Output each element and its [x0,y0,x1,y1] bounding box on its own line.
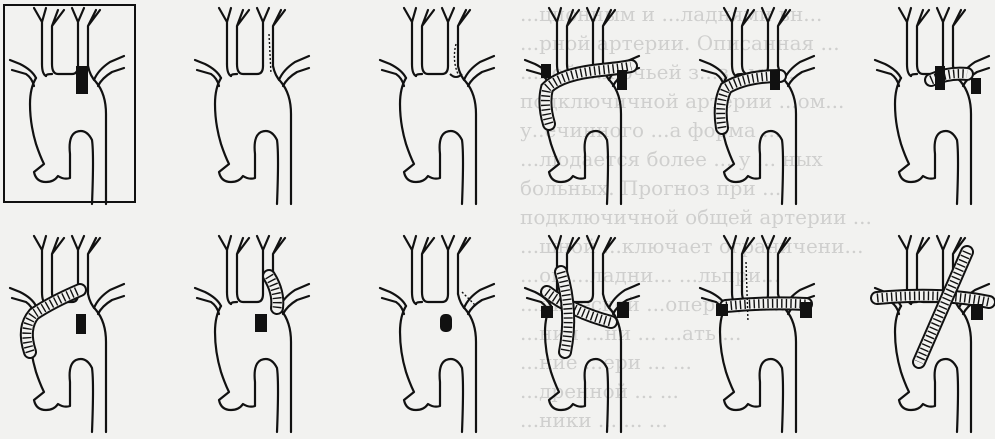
arch-panel-c [380,8,494,204]
arch-panel-j [525,236,639,432]
arch-panel-i [380,236,494,432]
arch-panel-k [700,236,814,432]
arch-panel-f [875,8,989,204]
arch-panel-h [195,236,309,432]
arch-panel-e [700,8,814,204]
arch-panel-l [875,236,989,432]
arch-panel-a [10,8,124,204]
arch-panel-d [525,8,639,204]
arch-panel-g [10,236,124,432]
arch-panel-b [195,8,309,204]
